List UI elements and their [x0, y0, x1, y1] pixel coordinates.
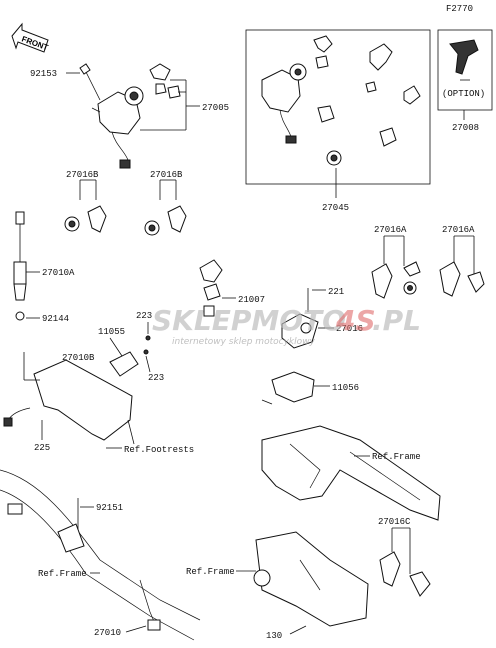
label-27010B: 27010B — [62, 353, 95, 363]
watermark-tagline: internetowy sklep motocyklowy — [172, 337, 315, 347]
ref-frame-2: Ref.Frame — [38, 569, 87, 579]
ref-frame-3: Ref.Frame — [186, 567, 235, 577]
watermark: SKLEPMOTO 4S .PL internetowy sklep motoc… — [152, 304, 421, 347]
lock-set-27016A-left — [371, 261, 421, 299]
lock-set-27016A-right — [439, 261, 485, 297]
frame-rail-left — [0, 469, 201, 641]
label-223-bottom: 223 — [148, 373, 164, 383]
label-27010A: 27010A — [42, 268, 75, 278]
ref-frame-1: Ref.Frame — [372, 452, 421, 462]
option-key-box — [437, 29, 493, 111]
label-27008: 27008 — [452, 123, 479, 133]
label-92144: 92144 — [42, 314, 69, 324]
watermark-brand: SKLEPMOTO — [152, 304, 346, 337]
cable-27010 — [139, 579, 161, 631]
label-27016A-left: 27016A — [374, 225, 407, 235]
cable-27010A — [13, 211, 27, 301]
label-27016A-right: 27016A — [442, 225, 475, 235]
watermark-brand-highlight: 4S — [335, 304, 376, 337]
front-arrow-icon: FRONT — [11, 22, 50, 53]
figure-code: F2770 — [446, 4, 473, 14]
bracket-11056 — [261, 371, 315, 405]
label-27016: 27016 — [336, 324, 363, 334]
lock-assembly-27016 — [281, 313, 319, 349]
label-21007: 21007 — [238, 295, 265, 305]
frame-section — [261, 425, 441, 521]
label-27005: 27005 — [202, 103, 229, 113]
clip-92144 — [15, 311, 25, 321]
label-221: 221 — [328, 287, 344, 297]
label-92153: 92153 — [30, 69, 57, 79]
label-11056: 11056 — [332, 383, 359, 393]
option-label: (OPTION) — [442, 89, 485, 99]
lock-21007 — [199, 259, 223, 317]
key-icon — [449, 39, 479, 81]
label-223-top: 223 — [136, 311, 152, 321]
kit-box-27045 — [245, 29, 431, 185]
frame-section-lower — [253, 531, 369, 627]
kit-parts — [261, 35, 421, 166]
lock-cylinder-27016B-right — [144, 205, 187, 236]
label-27016C: 27016C — [378, 517, 411, 527]
watermark-tld: .PL — [372, 304, 421, 337]
label-27016B-right: 27016B — [150, 170, 183, 180]
ref-footrests: Ref.Footrests — [124, 445, 194, 455]
bracket-27010B — [3, 351, 139, 445]
label-92151: 92151 — [96, 503, 123, 513]
bolt-92153 — [79, 63, 101, 101]
label-11055: 11055 — [98, 327, 125, 337]
label-27045: 27045 — [322, 203, 349, 213]
label-130: 130 — [266, 631, 282, 641]
label-27016B-left: 27016B — [66, 170, 99, 180]
label-225: 225 — [34, 443, 50, 453]
lock-set-27016C — [379, 551, 431, 597]
label-27010: 27010 — [94, 628, 121, 638]
ignition-switch-assembly — [91, 63, 181, 169]
lock-cylinder-27016B-left — [64, 205, 107, 233]
